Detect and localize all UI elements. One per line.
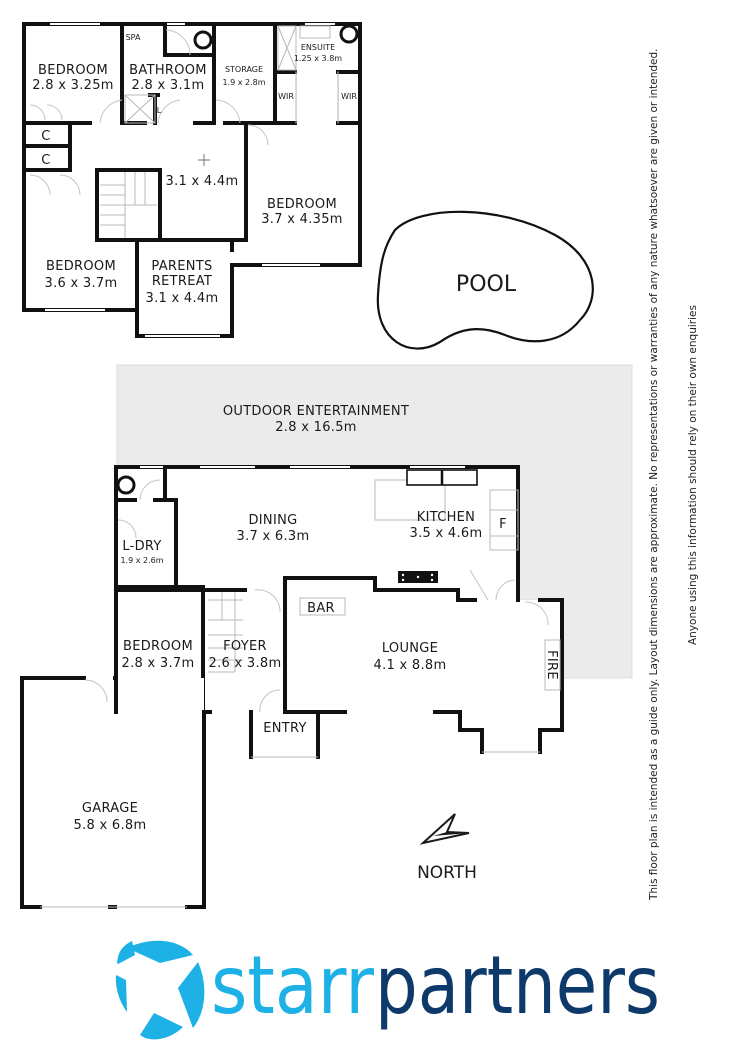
room-dims-lounge: 4.1 x 8.8m [374,658,447,673]
room-label-garage: GARAGE [82,801,138,816]
room-label-wir2: WIR [341,92,357,101]
room-label-lounge: LOUNGE [382,641,438,656]
room-label-fridge: F [499,517,507,532]
pool: POOL [376,210,594,350]
room-label-closet2: C [41,153,50,168]
room-label-closet1: C [41,129,50,144]
room-label-storage: STORAGE [225,65,263,74]
outdoor-label: OUTDOOR ENTERTAINMENT [223,404,409,419]
disclaimer-line2: Anyone using this information should rel… [687,305,699,645]
toilet-icon [193,30,213,50]
room-label-parents-retreat-1: PARENTS [151,259,212,274]
room-label-fire: FIRE [544,650,559,680]
disclaimer-line1: This floor plan is intended as a guide o… [648,49,660,902]
staircase-ground [208,592,243,673]
room-dims-garage: 5.8 x 6.8m [74,818,147,833]
room-label-kitchen: KITCHEN [417,510,475,525]
room-dims-bedroom1: 2.8 x 3.25m [32,78,114,93]
room-dims-bedroom2: 3.6 x 3.7m [45,276,118,291]
brand-name-part2: partners [375,939,660,1032]
room-label-bar: BAR [307,601,335,616]
room-label-bedroom3: BEDROOM [123,639,193,654]
room-label-wir1: WIR [278,92,294,101]
room-dims-dining: 3.7 x 6.3m [237,529,310,544]
north-label: NORTH [417,863,477,883]
staircase-upper [100,172,157,238]
ground-level: L-DRY 1.9 x 2.6m DINING 3.7 x 6.3m KITCH… [20,465,564,909]
room-dims-landing: 3.1 x 4.4m [166,174,239,189]
outdoor-dims: 2.8 x 16.5m [275,420,357,435]
pool-label: POOL [456,272,517,297]
room-dims-bathroom: 2.8 x 3.1m [132,78,205,93]
room-label-linen: L [157,106,162,115]
room-label-spa: SPA [126,33,141,42]
room-label-foyer: FOYER [223,639,267,654]
room-dims-storage: 1.9 x 2.8m [222,78,265,87]
room-label-dining: DINING [248,513,297,528]
laundry-tub-icon [116,475,136,495]
toilet-icon [339,24,359,44]
room-dims-bedroom-main: 3.7 x 4.35m [261,212,343,227]
room-dims-laundry: 1.9 x 2.6m [120,556,163,565]
north-arrow-icon [419,813,470,845]
room-dims-bedroom3: 2.8 x 3.7m [122,656,195,671]
crosshair-icon [198,154,210,166]
brand-logo: starr partners [115,939,660,1040]
room-dims-parents-retreat: 3.1 x 4.4m [146,291,219,306]
room-label-laundry: L-DRY [122,539,161,554]
room-label-bedroom1: BEDROOM [38,63,108,78]
room-dims-foyer: 2.6 x 3.8m [209,656,282,671]
room-label-bedroom2: BEDROOM [46,259,116,274]
room-label-entry: ENTRY [263,721,307,736]
room-label-bedroom-main: BEDROOM [267,197,337,212]
star-circle-icon [115,940,205,1040]
brand-name-part1: starr [211,939,374,1032]
room-label-bathroom: BATHROOM [129,63,207,78]
room-dims-kitchen: 3.5 x 4.6m [410,526,483,541]
room-dims-ensuite: 1.25 x 3.8m [294,54,342,63]
room-label-ensuite: ENSUITE [301,43,335,52]
room-label-parents-retreat-2: RETREAT [152,274,212,289]
upper-level: BEDROOM 2.8 x 3.25m SPA BATHROOM 2.8 x 3… [22,22,362,338]
